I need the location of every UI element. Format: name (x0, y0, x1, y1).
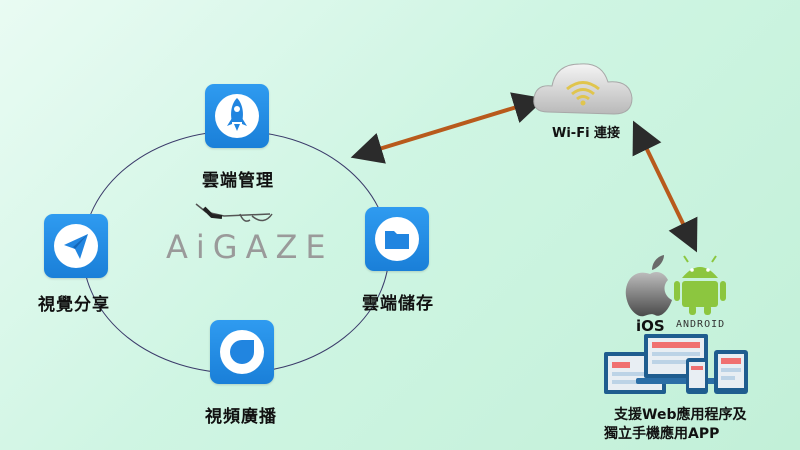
rocket-icon (215, 94, 259, 138)
devices-icon (604, 334, 748, 394)
cloud-storage-app-icon (365, 207, 429, 271)
cloud-management-label: 雲端管理 (202, 171, 274, 191)
aigaze-logo: AiGAZE (166, 228, 334, 266)
ios-label: iOS (636, 317, 665, 335)
video-broadcast-label: 視頻廣播 (205, 407, 277, 427)
paper-plane-icon (54, 224, 98, 268)
arrow-wifi-to-devices (632, 120, 698, 253)
folder-icon (375, 217, 419, 261)
apple-logo-icon (625, 255, 672, 317)
support-text-line-2: 獨立手機應用APP (604, 426, 720, 442)
smart-glasses-icon (195, 203, 273, 222)
video-broadcast-app-icon (210, 320, 274, 384)
wifi-label: Wi-Fi 連接 (552, 126, 621, 141)
cloud-management-app-icon (205, 84, 269, 148)
cloud-storage-label: 雲端儲存 (362, 294, 434, 314)
android-label: ANDROID (676, 319, 726, 330)
visual-share-label: 視覺分享 (38, 295, 110, 315)
droplet-icon (220, 330, 264, 374)
support-text-line-1: 支援Web應用程序及 (614, 407, 747, 423)
arrow-ring-to-wifi (350, 92, 546, 164)
wifi-cloud-icon (533, 63, 633, 115)
visual-share-app-icon (44, 214, 108, 278)
android-robot-icon (674, 255, 726, 315)
